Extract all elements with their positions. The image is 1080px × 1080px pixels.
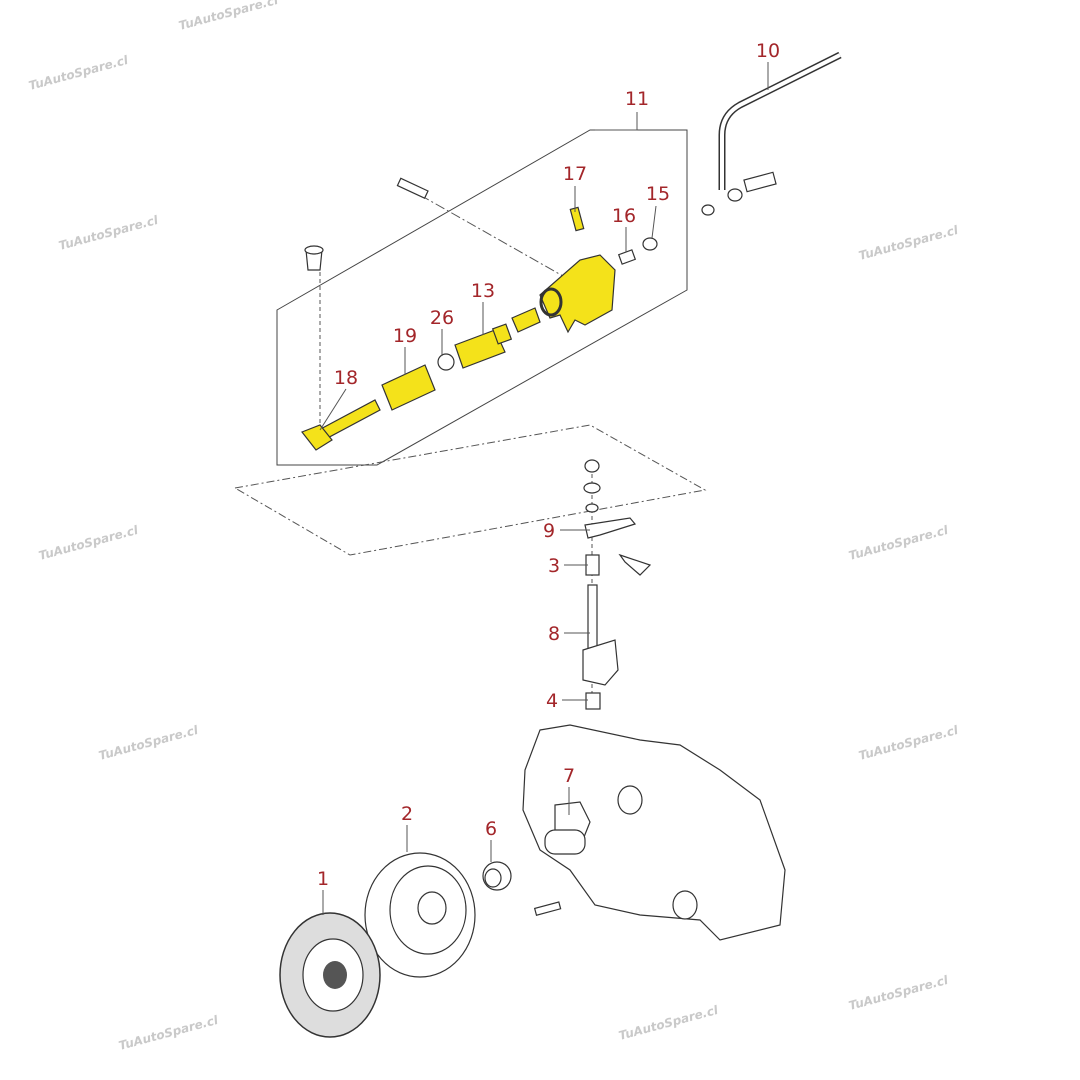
pin-head <box>304 245 324 255</box>
leader-lines <box>319 62 769 915</box>
callout-2: 2 <box>401 803 413 825</box>
watermark-text: TuAutoSpare.cl <box>27 53 130 93</box>
watermark-text: TuAutoSpare.cl <box>857 723 960 763</box>
callout-9: 9 <box>543 520 555 542</box>
part-cylinder-body <box>539 206 658 334</box>
callout-6: 6 <box>485 818 497 840</box>
callout-13: 13 <box>471 280 495 302</box>
dashed-leader <box>419 194 571 281</box>
part-26-ring <box>437 353 455 371</box>
callout-8: 8 <box>548 623 560 645</box>
watermark-text: TuAutoSpare.cl <box>117 1013 220 1053</box>
transmission-housing <box>522 724 786 941</box>
callout-26: 26 <box>430 307 454 329</box>
callout-4: 4 <box>546 690 558 712</box>
watermark-text: TuAutoSpare.cl <box>617 1003 720 1043</box>
part-10-pipe <box>701 51 842 216</box>
callout-11: 11 <box>625 88 649 110</box>
part-spring <box>511 307 541 333</box>
bolt <box>396 177 429 200</box>
part-13-piston <box>454 323 513 369</box>
callout-7: 7 <box>563 765 575 787</box>
watermark-text: TuAutoSpare.cl <box>847 523 950 563</box>
callout-1: 1 <box>317 868 329 890</box>
assembly-11-box <box>276 129 688 466</box>
watermark-text: TuAutoSpare.cl <box>57 213 160 253</box>
part-1-clutch-disc <box>279 912 381 1038</box>
callout-16: 16 <box>612 205 636 227</box>
callout-17: 17 <box>563 163 587 185</box>
watermark-layer: TuAutoSpare.clTuAutoSpare.clTuAutoSpare.… <box>27 0 960 1053</box>
watermark-text: TuAutoSpare.cl <box>37 523 140 563</box>
callout-10: 10 <box>756 40 780 62</box>
part-2-pressure-plate <box>364 852 476 978</box>
shaft-assembly <box>582 459 652 710</box>
callout-19: 19 <box>393 325 417 347</box>
part-6-bearing <box>482 861 512 891</box>
watermark-text: TuAutoSpare.cl <box>847 973 950 1013</box>
watermark-text: TuAutoSpare.cl <box>97 723 200 763</box>
part-18-rod <box>301 399 381 451</box>
watermark-text: TuAutoSpare.cl <box>857 223 960 263</box>
dashed-region <box>233 424 707 556</box>
part-19-boot <box>381 364 436 411</box>
callout-3: 3 <box>548 555 560 577</box>
watermark-text: TuAutoSpare.cl <box>177 0 280 33</box>
callout-18: 18 <box>334 367 358 389</box>
callout-15: 15 <box>646 183 670 205</box>
